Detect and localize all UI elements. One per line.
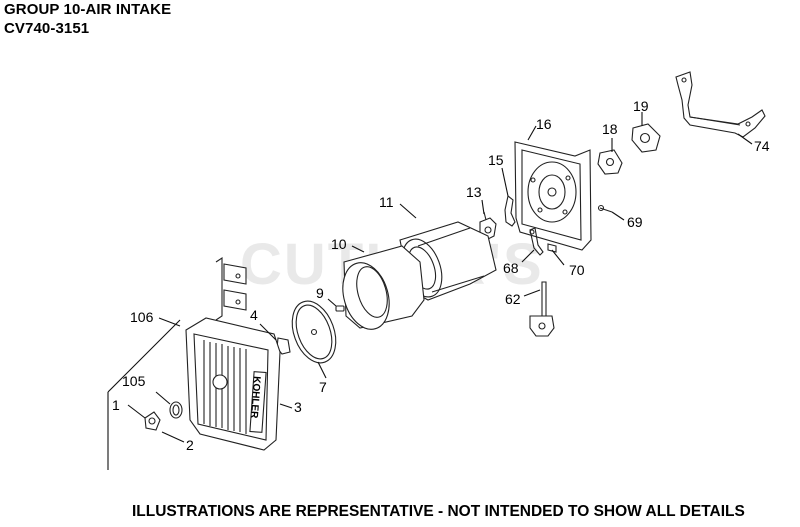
- callout-13: 13: [466, 184, 482, 200]
- part-106-hinges: [107, 256, 247, 470]
- callout-19: 19: [633, 98, 649, 114]
- part-16-base-plate: [514, 141, 592, 251]
- model-number: CV740-3151: [4, 20, 90, 37]
- callout-9: 9: [316, 285, 324, 301]
- disclaimer-footer: ILLUSTRATIONS ARE REPRESENTATIVE - NOT I…: [132, 503, 745, 520]
- callout-1: 1: [112, 397, 120, 413]
- part-15-clip: [504, 195, 516, 227]
- group-title: GROUP 10-AIR INTAKE: [4, 1, 172, 18]
- callout-3: 3: [294, 399, 302, 415]
- callout-74: 74: [754, 138, 770, 154]
- part-70-nut: [547, 243, 557, 253]
- kohler-brand-text: KOHLER: [248, 376, 262, 420]
- callout-70: 70: [569, 262, 585, 278]
- callout-2: 2: [186, 437, 194, 453]
- leader-lines: [127, 112, 753, 443]
- callout-11: 11: [379, 194, 394, 210]
- callout-15: 15: [488, 152, 504, 168]
- part-19-gasket: [631, 123, 661, 153]
- callout-4: 4: [250, 307, 258, 323]
- callout-68: 68: [503, 260, 519, 276]
- callout-7: 7: [319, 379, 327, 395]
- part-74-bracket: [675, 71, 766, 138]
- part-69-screw: [597, 204, 613, 213]
- part-9-spacer: [335, 305, 345, 312]
- part-2-knob: [144, 411, 161, 431]
- callout-62: 62: [505, 291, 521, 307]
- callout-10: 10: [331, 236, 347, 252]
- part-105-ring: [169, 401, 183, 419]
- callout-16: 16: [536, 116, 552, 132]
- part-3-air-cleaner-cover: KOHLER: [185, 317, 281, 451]
- callout-18: 18: [602, 121, 618, 137]
- part-10-precleaner: [342, 245, 425, 330]
- callout-105: 105: [122, 373, 146, 389]
- callout-labels: 106 105 1 2 3 4 7 9 10 11 13 15 16 18 19…: [112, 98, 770, 453]
- part-62-stud: [529, 281, 555, 337]
- part-7-seal-plate: [291, 300, 337, 364]
- part-68-tube: [529, 227, 544, 256]
- callout-106: 106: [130, 309, 154, 325]
- part-18-gasket: [597, 149, 623, 175]
- callout-69: 69: [627, 214, 643, 230]
